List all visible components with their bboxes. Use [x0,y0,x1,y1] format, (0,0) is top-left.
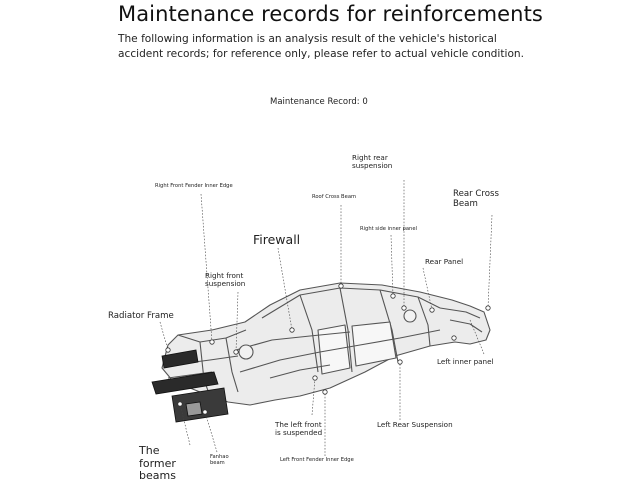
label-left-inner-panel: Left inner panel [437,357,494,366]
label-right-side-inner-panel: Right side inner panel [360,226,417,232]
label-right-rear-suspension: Right rear suspension [352,153,393,171]
label-radiator-frame: Radiator Frame [108,311,174,321]
car-body-shell [161,282,491,406]
label-right-front-suspension: Right front suspension [205,271,246,289]
page-description: The following information is an analysis… [118,33,525,60]
label-left-front-fender-inner-edge: Left Front Fender Inner Edge [280,457,354,463]
label-right-front-fender-inner-edge: Right Front Fender Inner Edge [155,183,233,189]
label-left-rear-suspension: Left Rear Suspension [377,420,453,429]
label-fanghao-beam: Fanhao beam [210,454,229,466]
label-firewall: Firewall [253,232,301,247]
front-beam-black [151,349,229,423]
page-title: Maintenance records for reinforcements [118,2,543,26]
point-markers [165,283,491,415]
label-rear-cross-beam: Rear Cross Beam [453,189,499,209]
label-left-front-suspended: The left front is suspended [275,420,323,438]
label-rear-panel: Rear Panel [425,257,464,266]
leader-lines [159,180,493,456]
maintenance-record-count: Maintenance Record: 0 [270,97,368,107]
label-the-former-beams: The former beams [139,444,176,483]
label-roof-cross-beam: Roof Cross Beam [312,194,357,200]
